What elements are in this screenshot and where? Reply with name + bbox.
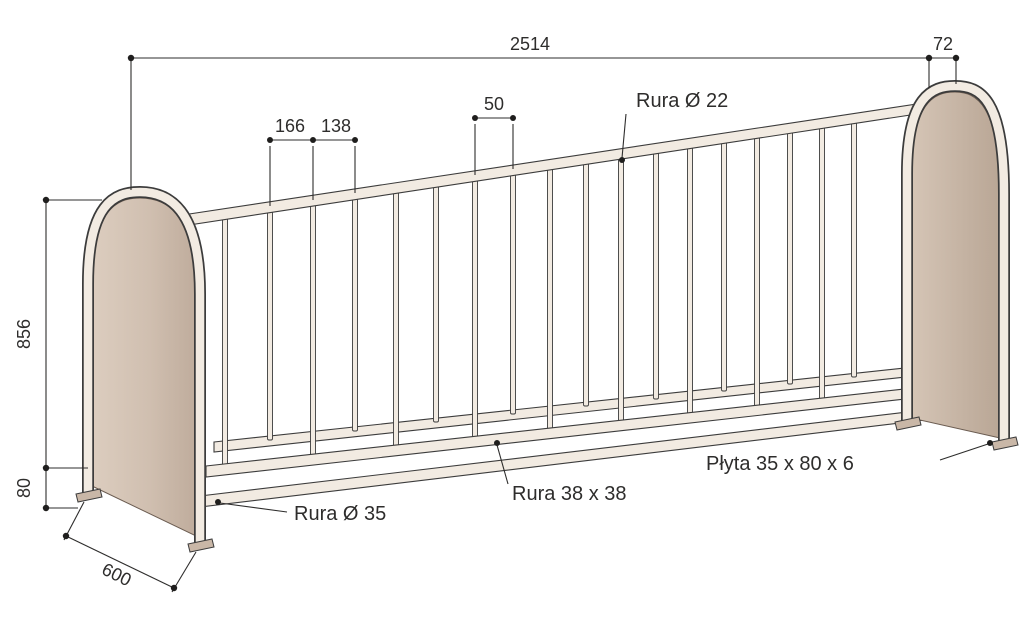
vertical-tube xyxy=(687,145,693,418)
vertical-tube xyxy=(851,120,857,378)
label-profile-38x38: Rura 38 x 38 xyxy=(512,483,627,505)
dim-endpoint-dot xyxy=(352,137,358,143)
vertical-tube xyxy=(787,130,793,385)
dim-endpoint-dot xyxy=(127,54,135,62)
dim-end-offset: 72 xyxy=(933,34,953,54)
dim-endpoint-dot xyxy=(510,115,516,121)
vertical-tube xyxy=(510,172,516,415)
dim-endpoint-dot xyxy=(472,115,478,121)
dim-pair-gap: 50 xyxy=(484,94,504,114)
foot-plate xyxy=(894,416,922,431)
vertical-tube xyxy=(583,161,589,407)
label-tube-d22: Rura Ø 22 xyxy=(636,90,728,112)
dim-endpoint-dot xyxy=(952,54,960,62)
leader-line xyxy=(496,444,509,485)
dim-spacing-a: 166 xyxy=(275,116,305,136)
dim-line-depth xyxy=(65,535,175,589)
leader-dot xyxy=(494,440,500,446)
foot-plate xyxy=(991,436,1019,451)
leader-line xyxy=(219,502,288,513)
leader-dot xyxy=(987,440,993,446)
right-arch-frame xyxy=(894,80,1019,451)
label-tube-d35: Rura Ø 35 xyxy=(294,503,386,525)
vertical-tube xyxy=(267,209,273,441)
dim-endpoint-dot xyxy=(42,504,50,512)
left-arch-frame xyxy=(75,186,215,553)
dim-total-length: 2514 xyxy=(510,34,550,54)
dim-endpoint-dot xyxy=(62,532,70,540)
left-arch-panel xyxy=(91,197,197,537)
vertical-tube xyxy=(754,135,760,410)
dim-base-height: 80 xyxy=(14,478,34,498)
vertical-tube xyxy=(653,150,659,400)
vertical-tube xyxy=(433,184,439,423)
vertical-tube xyxy=(472,178,478,441)
foot-plate xyxy=(187,538,215,553)
dim-endpoint-dot xyxy=(310,137,316,143)
dim-depth: 600 xyxy=(99,559,135,590)
bottom-rail-back xyxy=(213,357,999,453)
leader-dot xyxy=(619,157,625,163)
dim-endpoint-dot xyxy=(925,54,933,62)
dim-endpoint-dot xyxy=(170,584,178,592)
vertical-tube xyxy=(352,196,358,432)
right-arch-panel xyxy=(910,91,1001,439)
right-arch-tube xyxy=(902,81,1009,446)
dim-endpoint-dot xyxy=(42,196,50,204)
label-base-plate: Płyta 35 x 80 x 6 xyxy=(706,453,854,475)
vertical-tube xyxy=(618,156,624,425)
vertical-tube xyxy=(310,203,316,459)
vertical-tube xyxy=(547,166,553,433)
vertical-tube xyxy=(721,140,727,392)
dim-endpoint-dot xyxy=(42,464,50,472)
dim-endpoint-dot xyxy=(267,137,273,143)
left-arch-tube xyxy=(83,187,205,548)
bottom-rail-front xyxy=(205,377,1005,478)
vertical-tube xyxy=(819,125,825,403)
dim-spacing-b: 138 xyxy=(321,116,351,136)
vertical-tube xyxy=(222,216,228,469)
leader-line xyxy=(939,443,989,461)
leader-dot xyxy=(215,499,221,505)
foot-plate xyxy=(75,488,103,503)
leader-line xyxy=(621,113,627,159)
dim-height: 856 xyxy=(14,319,34,349)
extension-line xyxy=(171,551,197,593)
rack-structure xyxy=(75,80,1019,553)
vertical-tube xyxy=(393,190,399,450)
